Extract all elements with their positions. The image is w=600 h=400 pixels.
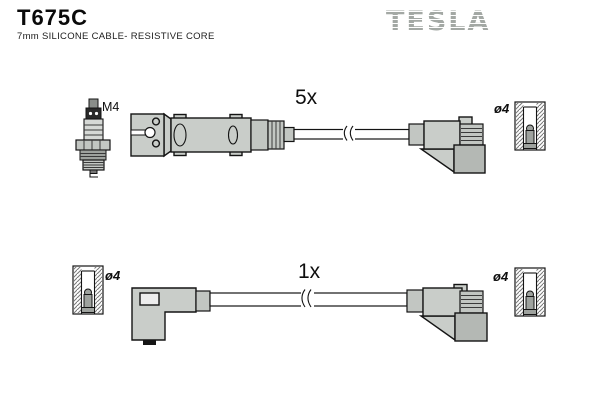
product-subtitle: 7mm SILICONE CABLE- RESISTIVE CORE xyxy=(17,31,215,42)
bottom-right-terminal-diameter-label: ø4 xyxy=(493,269,509,284)
bottom-left-terminal-cap-icon xyxy=(72,265,104,315)
top-elbow-boot xyxy=(408,116,486,174)
page-title: T675C xyxy=(17,5,89,30)
top-cable xyxy=(293,125,410,142)
top-cable-quantity-label: 5x xyxy=(295,86,318,109)
bottom-cable-quantity-label: 1x xyxy=(298,260,321,283)
top-terminal-cap-icon xyxy=(514,101,546,151)
bottom-left-elbow-connector xyxy=(131,287,211,345)
top-terminal-diameter-label: ø4 xyxy=(494,101,510,116)
bottom-left-terminal-diameter-label: ø4 xyxy=(105,268,121,283)
spark-plug-icon xyxy=(75,98,111,178)
top-cable-connector xyxy=(130,112,295,158)
bottom-right-terminal-cap-icon xyxy=(514,267,546,317)
bottom-cable xyxy=(209,289,408,309)
spark-plug-thread-label: M4 xyxy=(102,100,119,114)
bottom-elbow-boot xyxy=(406,283,488,342)
